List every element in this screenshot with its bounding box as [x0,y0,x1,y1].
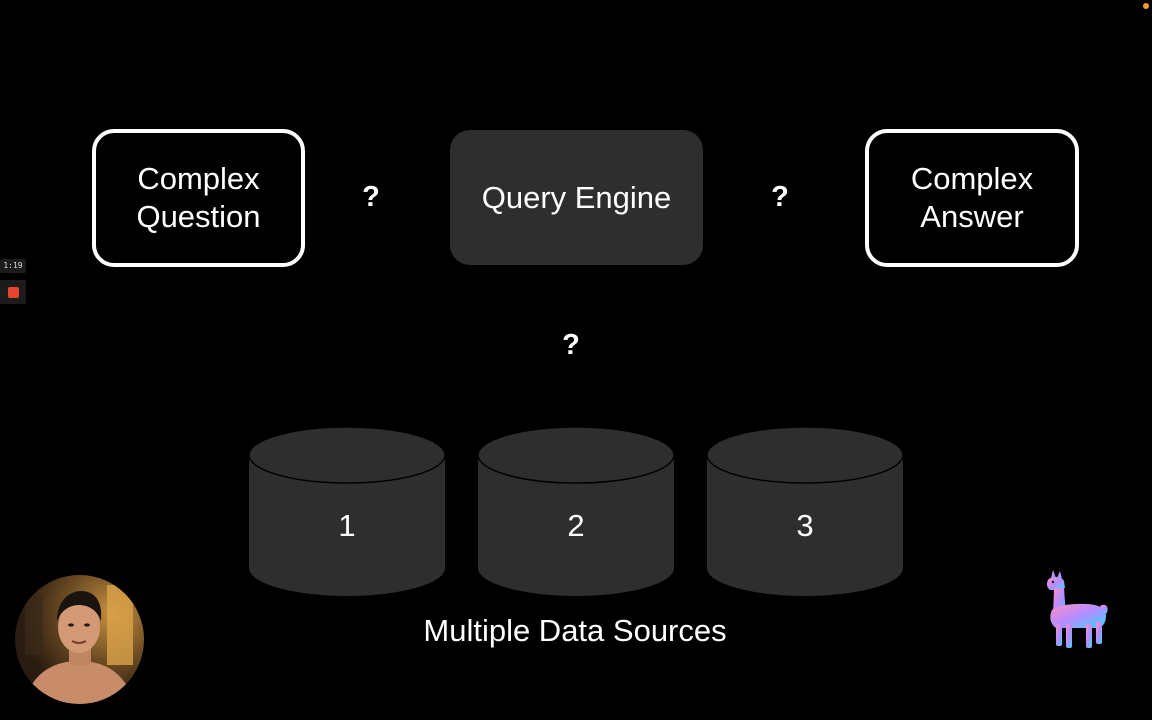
complex-question-line1: Complex [137,161,260,196]
question-mark-left: ? [362,181,380,213]
data-source-3-label: 3 [796,508,814,543]
data-source-3-cylinder: 3 [706,426,904,598]
stop-recording-button[interactable] [0,280,26,304]
data-sources-caption: Multiple Data Sources [423,613,727,648]
complex-question-line2: Question [136,199,261,234]
presenter-webcam[interactable] [15,575,144,704]
recording-indicator-dot [1143,3,1149,9]
data-source-1-cylinder: 1 [248,426,446,598]
question-mark-middle: ? [562,329,580,361]
query-engine-box: Query Engine [450,130,703,265]
complex-answer-box: Complex Answer [865,129,1079,267]
data-source-1-label: 1 [338,508,356,543]
record-stop-icon [8,287,19,298]
database-cylinder-icon [706,426,904,596]
database-cylinder-icon [477,426,675,596]
complex-question-box: Complex Question [92,129,305,267]
complex-answer-line2: Answer [920,199,1024,234]
data-source-2-label: 2 [567,508,585,543]
recording-timer: 1:19 [0,259,26,273]
question-mark-right: ? [771,181,789,213]
query-engine-label: Query Engine [481,179,672,215]
complex-answer-line1: Complex [910,161,1034,196]
data-source-2-cylinder: 2 [477,426,675,598]
database-cylinder-icon [248,426,446,596]
complex-answer-text: Complex Answer [911,160,1033,236]
presenter-avatar-icon [15,575,144,704]
llama-logo-icon [1038,568,1114,650]
complex-question-text: Complex Question [136,160,260,236]
